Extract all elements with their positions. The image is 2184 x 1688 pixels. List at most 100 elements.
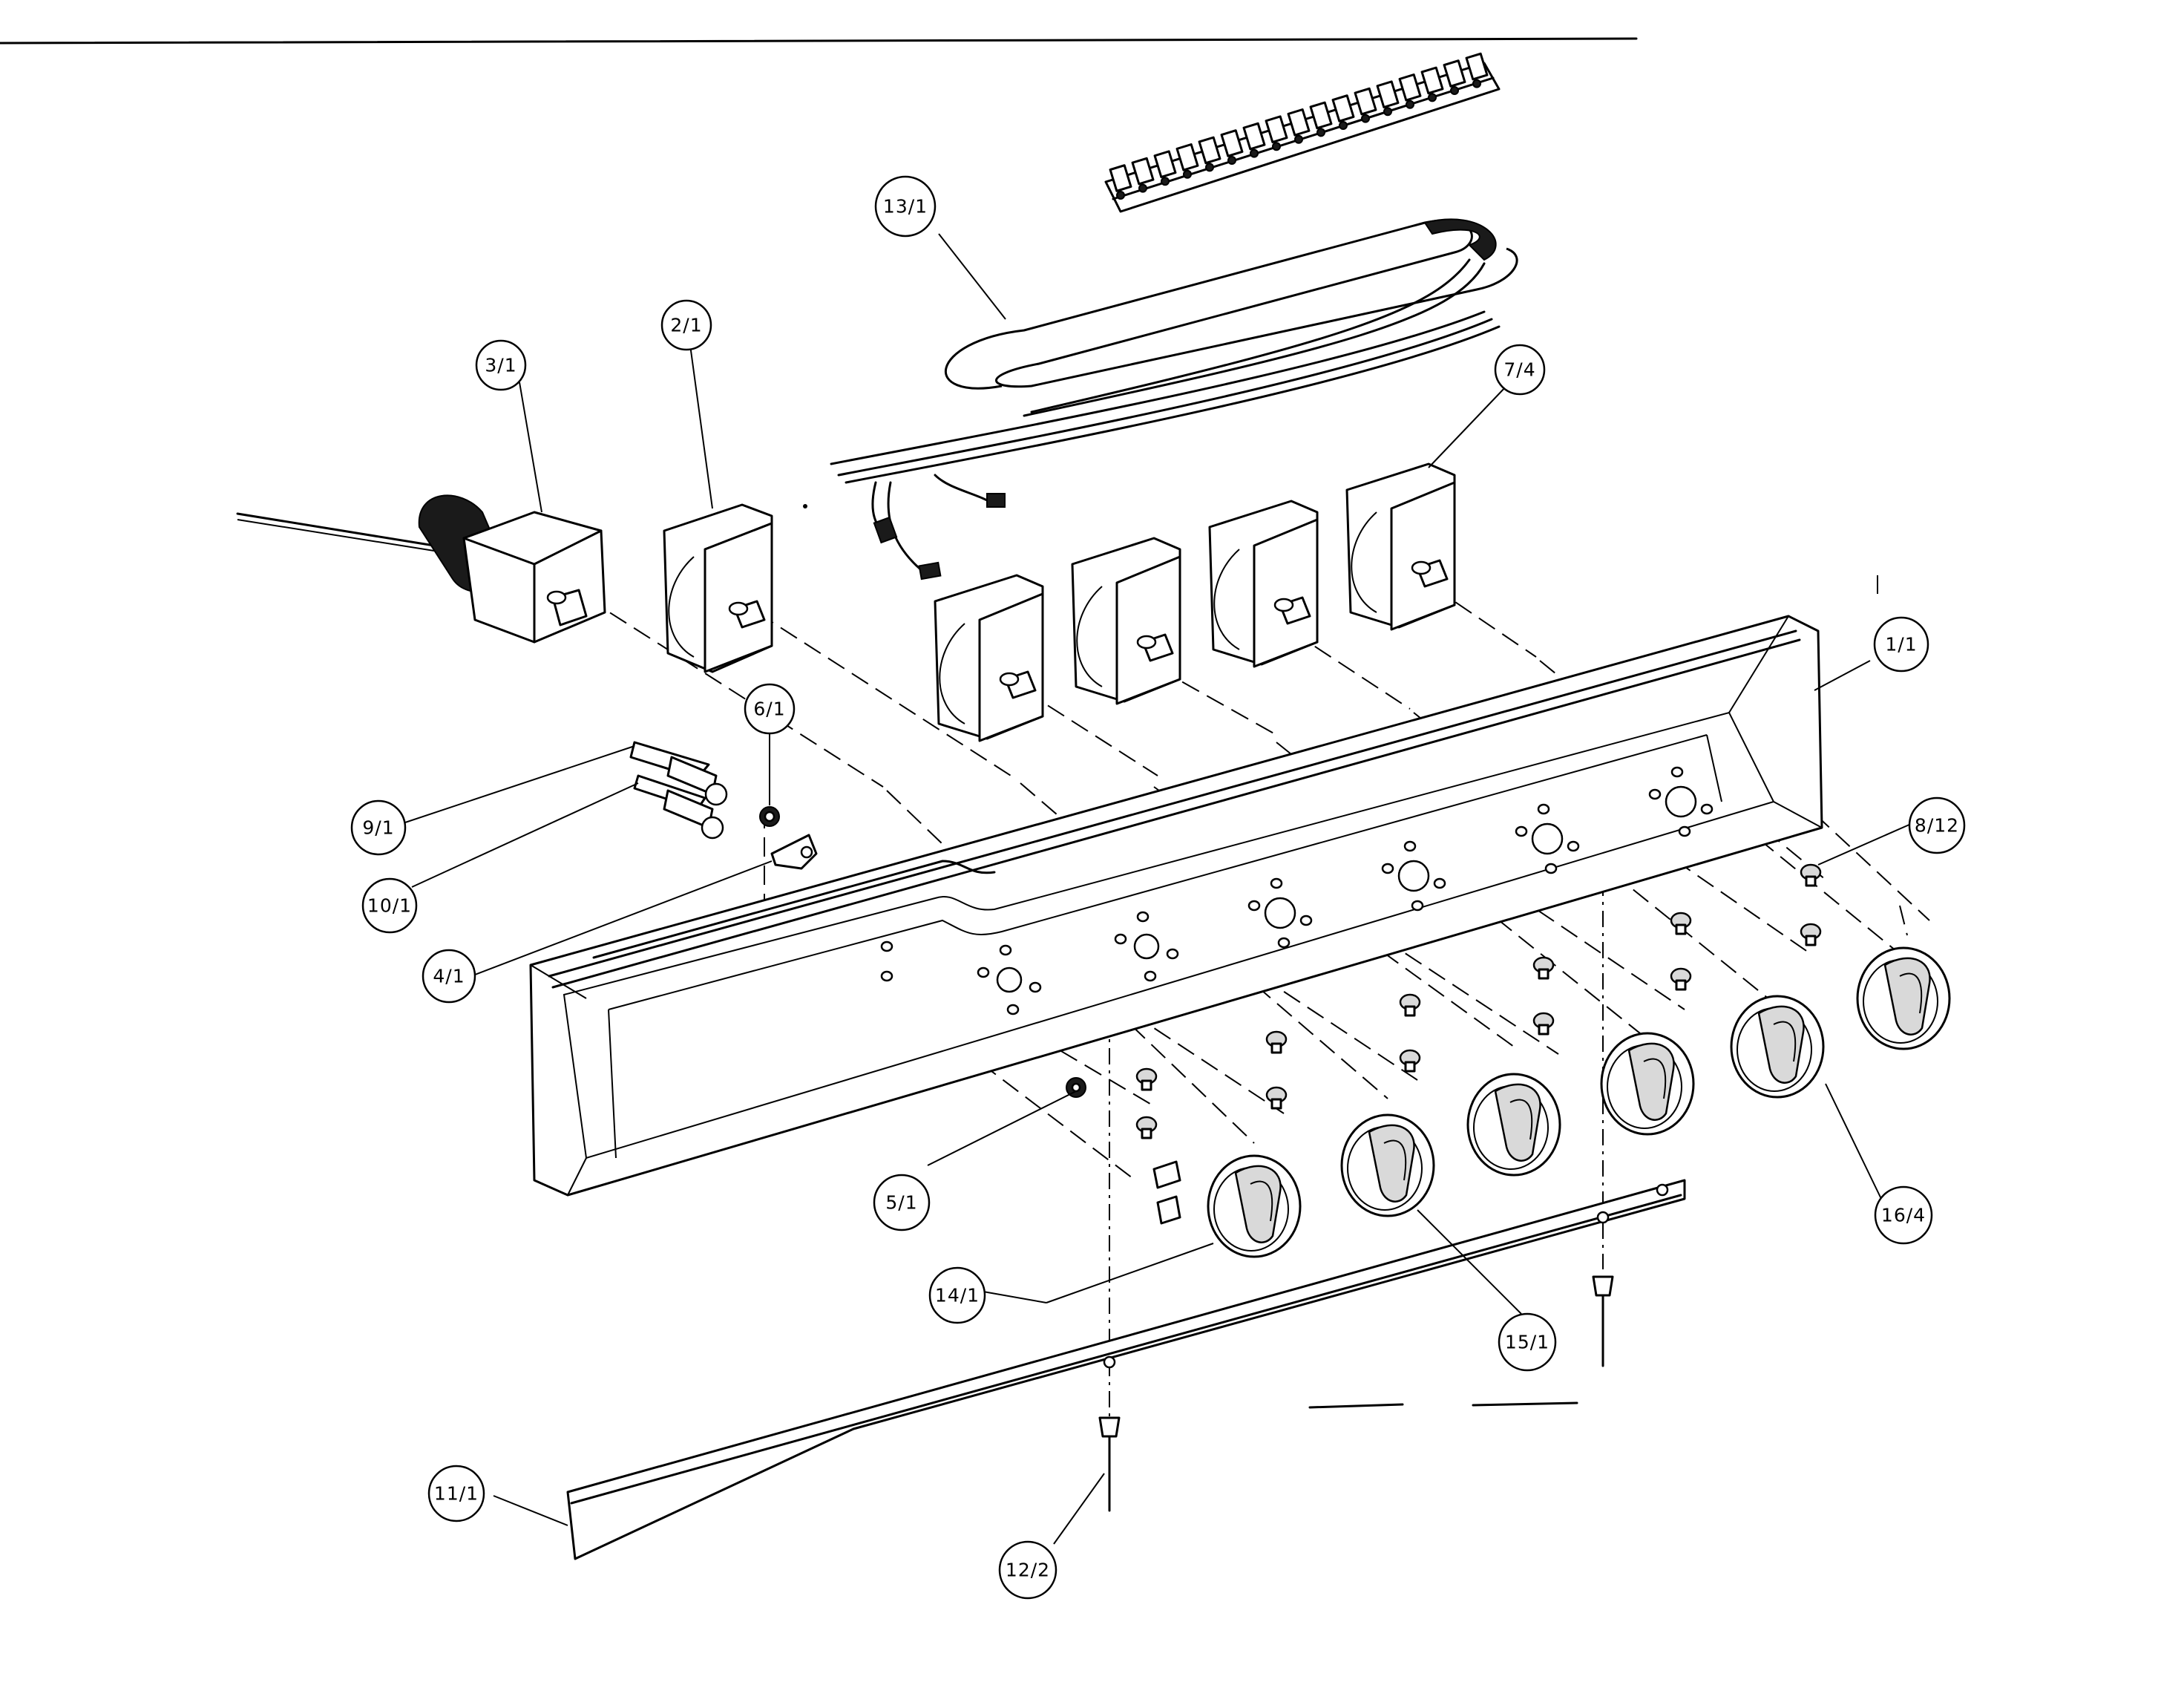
screw-hole: [1700, 803, 1714, 815]
screw-hole: [1006, 1004, 1020, 1015]
screw-hole: [880, 970, 893, 982]
screw-shank: [1675, 923, 1687, 935]
knob-grip-line: [1250, 1180, 1273, 1222]
callout-label: 7/4: [1503, 359, 1535, 381]
screw-hole: [1544, 863, 1558, 874]
terminal-tooth: [1331, 94, 1355, 122]
callout-ignitor-switch-b: 10/1: [361, 877, 418, 934]
ignitor-switch-b: [633, 774, 724, 840]
knob-grip-line: [1899, 972, 1923, 1014]
knob-grip-line: [1509, 1099, 1533, 1140]
screw-hole: [1029, 981, 1042, 993]
terminal-block: [1104, 52, 1501, 213]
screw-shank: [1270, 1098, 1282, 1110]
screw-shank: [1404, 1005, 1416, 1017]
screw-hole: [1537, 803, 1550, 815]
terminal-tooth: [1131, 157, 1155, 186]
callout-label: 11/1: [434, 1483, 479, 1505]
terminal-screw: [1450, 86, 1459, 95]
screw-hole: [999, 944, 1012, 956]
callout-wiring-harness: 13/1: [874, 175, 937, 238]
callout-label: 3/1: [485, 355, 517, 376]
terminal-tooth: [1265, 115, 1288, 143]
leader-lines: [389, 233, 1912, 1545]
screw-hole: [1144, 970, 1157, 982]
screw-shank: [1404, 1061, 1416, 1073]
knob-grip: [1494, 1083, 1541, 1162]
screw-shank: [1538, 1024, 1550, 1036]
small-markings: [803, 504, 1578, 1409]
terminal-tooth: [1220, 129, 1244, 157]
callout-label: 10/1: [367, 895, 412, 917]
screw-hole: [880, 940, 893, 952]
control-panel: [529, 615, 1823, 1197]
screw-hole: [1270, 877, 1283, 889]
callout-control-panel: 1/1: [1873, 616, 1929, 673]
terminal-tooth: [1109, 164, 1132, 192]
screw-shank: [1675, 979, 1687, 991]
terminal-screw: [1161, 177, 1170, 186]
terminal-screw: [1316, 128, 1325, 137]
bracket: [770, 834, 818, 870]
screw-hole: [1648, 788, 1662, 800]
callout-switch-module: 3/1: [475, 339, 527, 391]
terminal-screw: [1183, 169, 1192, 179]
callout-label: 2/1: [670, 315, 702, 336]
screw-hole: [1299, 915, 1313, 926]
terminal-tooth: [1465, 52, 1489, 81]
callout-label: 15/1: [1505, 1332, 1550, 1353]
callout-label: 4/1: [433, 966, 465, 987]
terminal-tooth: [1309, 101, 1333, 130]
callout-knob-thermostat: 15/1: [1498, 1312, 1557, 1372]
screw-hole: [1567, 840, 1580, 852]
callout-label: 6/1: [753, 699, 785, 720]
screw-hole: [1381, 863, 1394, 874]
terminal-tooth: [1153, 150, 1177, 178]
rivet-1: [1098, 1416, 1121, 1512]
terminal-tooth: [1376, 80, 1400, 108]
callout-knobs-burner: 16/4: [1874, 1185, 1933, 1245]
nut: [759, 806, 780, 827]
callout-burner-valves: 7/4: [1494, 344, 1546, 396]
terminal-screw: [1116, 191, 1125, 200]
callout-label: 5/1: [885, 1192, 917, 1214]
callout-label: 1/1: [1885, 634, 1917, 655]
knob-grip: [1883, 957, 1931, 1036]
terminal-screw: [1428, 93, 1437, 102]
callout-ignitor-switch-a: 9/1: [350, 799, 407, 856]
terminal-tooth: [1287, 108, 1311, 137]
panel-holes: [880, 766, 1714, 1015]
terminal-screw: [1272, 142, 1281, 151]
wiring-harness: [830, 218, 1518, 580]
callout-grommet: 5/1: [873, 1174, 931, 1231]
rivet-2: [1592, 1275, 1614, 1367]
terminal-tooth: [1420, 66, 1444, 95]
screw-hole: [1433, 877, 1446, 889]
terminal-screw: [1472, 79, 1481, 88]
terminal-tooth: [1175, 143, 1199, 171]
screw-hole: [1166, 948, 1179, 960]
screw-shank: [1141, 1128, 1152, 1139]
grommet: [1066, 1077, 1181, 1225]
terminal-tooth: [1242, 122, 1266, 151]
terminal-screw: [1383, 107, 1392, 117]
top-border-line: [0, 37, 1638, 45]
terminal-screw: [1138, 183, 1147, 193]
burner-valve-2: [1071, 537, 1181, 705]
screw-hole: [1114, 933, 1127, 945]
knob-grip-line: [1383, 1139, 1407, 1181]
screw-hole: [1247, 900, 1261, 912]
screw-hole: [1277, 937, 1291, 949]
terminal-screw: [1205, 163, 1214, 172]
callout-label: 13/1: [883, 196, 928, 217]
terminal-screw: [1339, 121, 1348, 130]
callout-label: 16/4: [1881, 1205, 1926, 1226]
knob-grip: [1757, 1005, 1805, 1084]
terminal-screw: [1294, 134, 1303, 144]
knob-grip: [1627, 1042, 1675, 1121]
callout-trim-strip: 11/1: [427, 1465, 485, 1522]
burner-valve-4: [1345, 462, 1456, 631]
screw-hole: [977, 966, 990, 978]
knob-grip: [1234, 1165, 1282, 1243]
